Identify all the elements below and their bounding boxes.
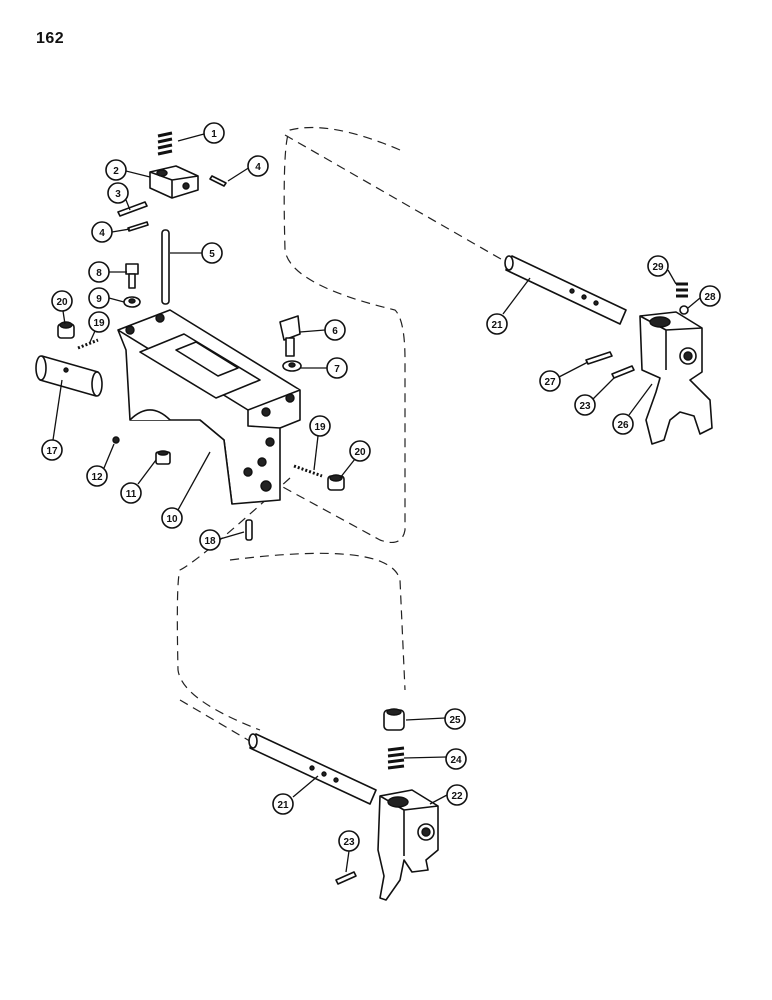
svg-text:10: 10: [166, 514, 178, 525]
svg-text:22: 22: [451, 791, 463, 802]
pin-part-3: [117, 201, 148, 217]
svg-text:23: 23: [579, 401, 591, 412]
sleeve-part-17: [35, 355, 103, 397]
spring-part-29: [676, 282, 688, 298]
bushing-part-20-right: [327, 474, 345, 491]
bolt-part-6: [279, 315, 301, 357]
svg-text:24: 24: [450, 755, 462, 766]
svg-text:20: 20: [56, 297, 68, 308]
plug-part-11: [155, 450, 171, 465]
spring-part-24: [387, 746, 405, 770]
callout-4-lower: 4: [91, 221, 113, 243]
svg-text:29: 29: [652, 262, 664, 273]
detent-block-part-2: [149, 165, 199, 199]
shift-fork-part-26: [639, 311, 713, 445]
shaft-part-21-upper: [504, 255, 627, 325]
shift-fork-part-22: [377, 789, 439, 901]
callout-24: 24: [445, 748, 467, 770]
svg-text:2: 2: [113, 166, 119, 177]
nut-part-7: [282, 360, 302, 372]
svg-text:5: 5: [209, 249, 215, 260]
callout-5: 5: [201, 242, 223, 264]
ball-part-12: [112, 436, 120, 444]
detent-cap-part-25: [383, 708, 405, 731]
callout-12: 12: [86, 465, 108, 487]
page-number: 162: [36, 30, 65, 47]
callout-19-right: 19: [309, 415, 331, 437]
callout-4-upper: 4: [247, 155, 269, 177]
callout-1: 1: [203, 122, 225, 144]
svg-text:4: 4: [99, 228, 105, 239]
callout-18: 18: [199, 529, 221, 551]
rod-part-5: [161, 229, 170, 305]
callout-20-left: 20: [51, 290, 73, 312]
callout-17: 17: [41, 439, 63, 461]
svg-text:4: 4: [255, 162, 261, 173]
callout-20-right: 20: [349, 440, 371, 462]
svg-text:18: 18: [204, 536, 216, 547]
callout-25: 25: [444, 708, 466, 730]
pin-part-18: [245, 519, 253, 541]
callout-23-lower: 23: [338, 830, 360, 852]
assembly-outline-lower-right: [229, 552, 406, 691]
svg-text:17: 17: [46, 446, 58, 457]
shaft-alignment-line-upper: [284, 134, 521, 271]
callout-29: 29: [647, 255, 669, 277]
svg-text:1: 1: [211, 129, 217, 140]
callout-23-upper: 23: [574, 394, 596, 416]
svg-text:21: 21: [491, 320, 503, 331]
assembly-outline-upper: [269, 126, 406, 543]
callout-27: 27: [539, 370, 561, 392]
callout-21-upper: 21: [486, 313, 508, 335]
cotter-pin-part-4-upper: [209, 175, 227, 187]
svg-text:20: 20: [354, 447, 366, 458]
callout-21-lower: 21: [272, 793, 294, 815]
cotter-pin-part-4-lower: [127, 221, 149, 232]
callout-9: 9: [88, 287, 110, 309]
svg-text:19: 19: [314, 422, 326, 433]
callout-11: 11: [120, 482, 142, 504]
svg-text:26: 26: [617, 420, 629, 431]
callout-28: 28: [699, 285, 721, 307]
callout-8: 8: [88, 261, 110, 283]
ball-part-28: [679, 305, 689, 315]
callout-3: 3: [107, 182, 129, 204]
svg-text:25: 25: [449, 715, 461, 726]
svg-text:21: 21: [277, 800, 289, 811]
spring-part-1: [157, 131, 173, 156]
spring-part-19-right: [293, 464, 323, 478]
svg-text:9: 9: [96, 294, 102, 305]
svg-text:28: 28: [704, 292, 716, 303]
callout-10: 10: [161, 507, 183, 529]
svg-text:7: 7: [334, 364, 340, 375]
callout-7: 7: [326, 357, 348, 379]
pin-part-23-lower: [335, 871, 357, 885]
pin-part-23-upper: [611, 365, 635, 379]
spring-part-19-left: [77, 338, 99, 350]
callout-26: 26: [612, 413, 634, 435]
callout-19-left: 19: [88, 311, 110, 333]
svg-text:27: 27: [544, 377, 556, 388]
svg-text:11: 11: [126, 489, 137, 500]
shaft-part-21-lower: [248, 733, 377, 805]
svg-text:12: 12: [91, 472, 103, 483]
assembly-outline-lower: [176, 477, 291, 731]
pin-part-27: [585, 351, 613, 365]
callout-22: 22: [446, 784, 468, 806]
bolt-part-8: [125, 263, 139, 289]
bushing-part-20-left: [57, 321, 75, 339]
bracket-housing-part-10: [117, 309, 301, 505]
svg-text:23: 23: [343, 837, 355, 848]
nut-part-9: [123, 296, 141, 308]
svg-text:19: 19: [93, 318, 105, 329]
svg-text:8: 8: [96, 268, 102, 279]
svg-text:6: 6: [332, 326, 338, 337]
callout-6: 6: [324, 319, 346, 341]
svg-text:3: 3: [115, 189, 121, 200]
callout-2: 2: [105, 159, 127, 181]
leader-lines: [52, 133, 701, 873]
